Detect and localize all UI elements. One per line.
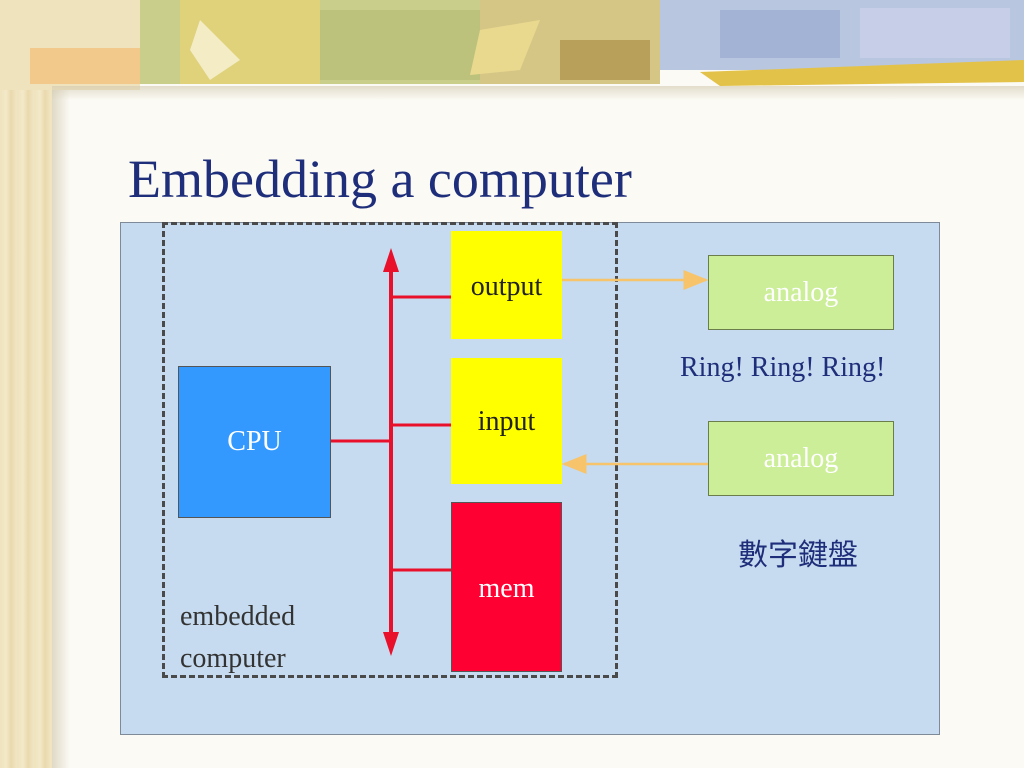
- decorative-top-banner: [0, 0, 1024, 90]
- ring-caption: Ring! Ring! Ring!: [680, 352, 886, 383]
- analog-output-box: analog: [708, 255, 894, 330]
- embedded-computer-boundary: [162, 222, 618, 678]
- slide-title: Embedding a computer: [128, 149, 632, 209]
- banner-shadow: [52, 86, 1024, 100]
- left-strip-shadow: [52, 0, 70, 768]
- memory-box: mem: [451, 502, 562, 672]
- decorative-left-strip: [0, 0, 52, 768]
- keypad-caption: 數字鍵盤: [738, 538, 858, 573]
- embedded-label-line1: embedded: [180, 601, 296, 632]
- cpu-box: CPU: [178, 366, 331, 518]
- analog-input-box: analog: [708, 421, 894, 496]
- embedded-label-line2: computer: [180, 643, 286, 674]
- embedded-computer-label: embedded computer: [180, 596, 295, 680]
- input-box: input: [451, 358, 562, 484]
- output-box: output: [451, 231, 562, 339]
